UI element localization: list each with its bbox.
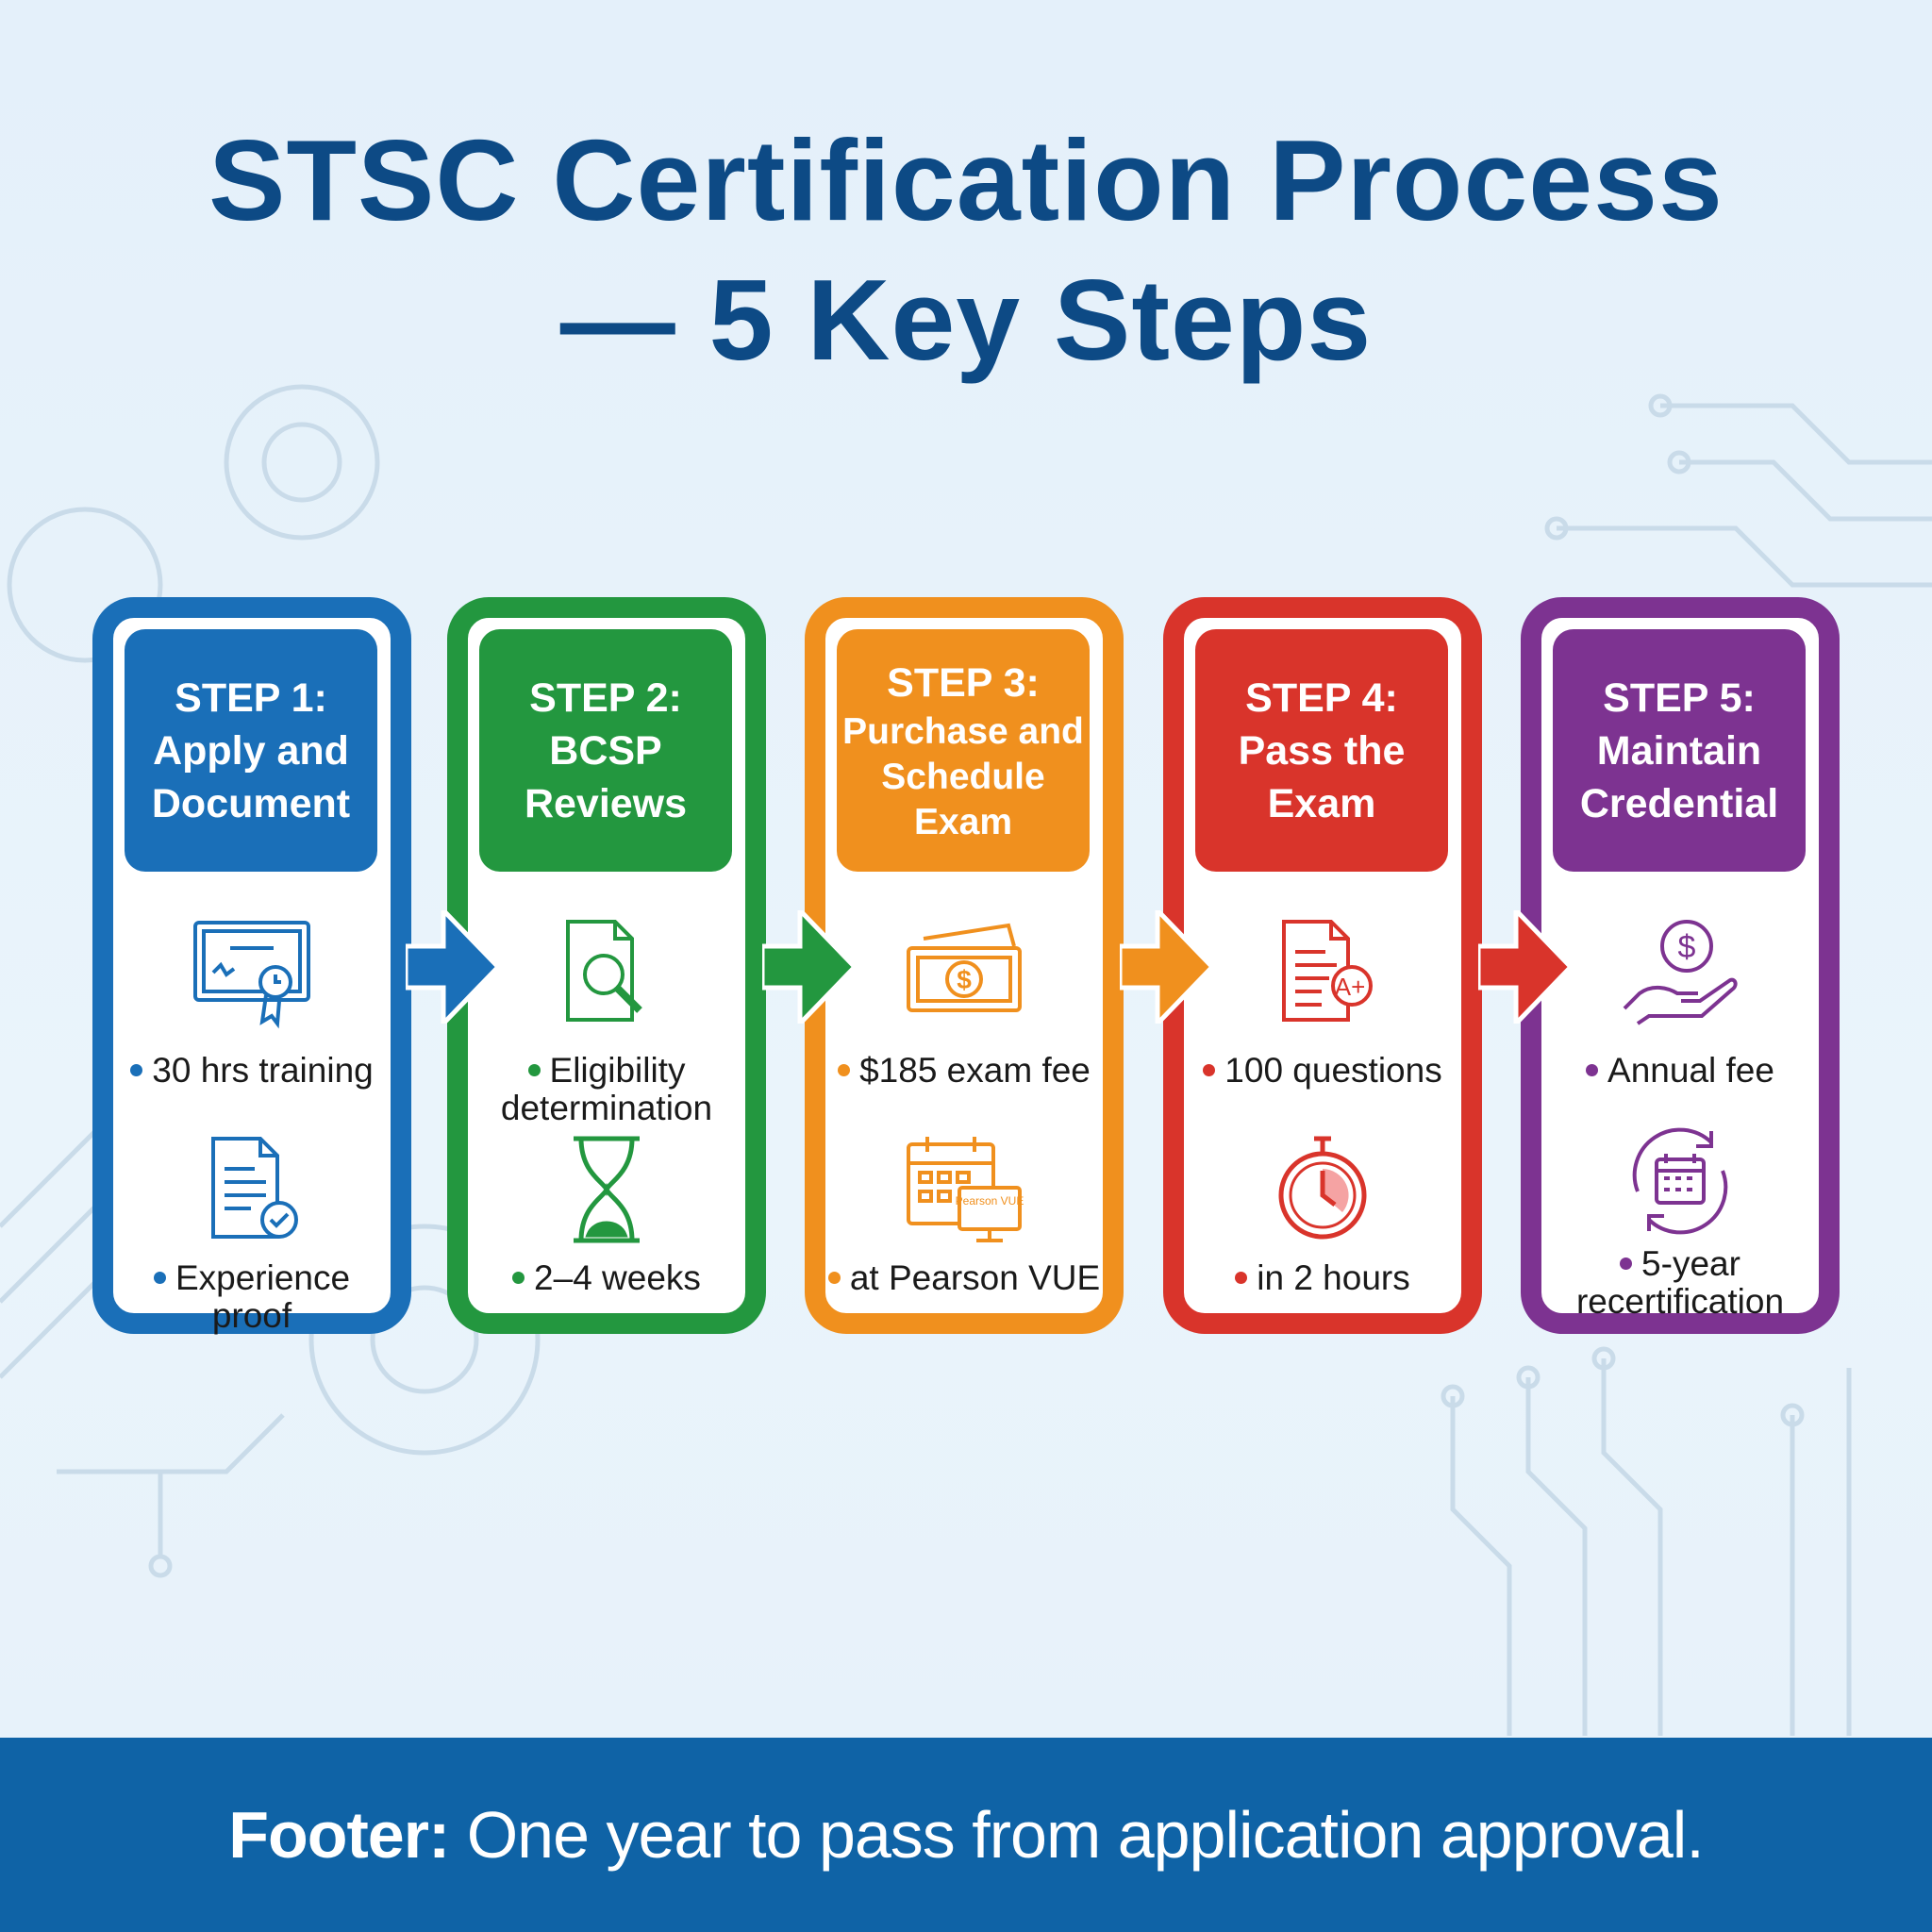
step-title: BCSP Reviews — [524, 727, 688, 826]
bullet-dot — [153, 1271, 166, 1284]
step-2-card: STEP 2: BCSP Reviews Eligibility determi… — [447, 597, 766, 1334]
step-title: Purchase and Schedule Exam — [842, 710, 1084, 842]
step-label: STEP 1: — [175, 675, 327, 721]
money-icon: $ — [907, 923, 1022, 1012]
bullet-text: Experience proof — [175, 1258, 351, 1335]
step-4-header: STEP 4: Pass the Exam — [1195, 629, 1448, 872]
calendar-monitor-icon: Pearson VUE — [907, 1137, 1024, 1242]
step-label: STEP 3: — [887, 659, 1040, 706]
hand-coin-icon: $ — [1623, 920, 1738, 1025]
bullet-dot — [1620, 1257, 1633, 1270]
graded-exam-icon: A+ — [1282, 920, 1373, 1022]
bullet-text: Annual fee — [1607, 1051, 1774, 1090]
bullet-dot — [827, 1271, 841, 1284]
footer-banner: Footer: One year to pass from applicatio… — [0, 1738, 1932, 1932]
bullet-text: 100 questions — [1224, 1051, 1442, 1090]
step-5-card: STEP 5: Maintain Credential $ Annual fee… — [1521, 597, 1840, 1334]
bullet-text: in 2 hours — [1257, 1258, 1410, 1297]
step-2-header: STEP 2: BCSP Reviews — [479, 629, 732, 872]
step-title: Apply and Document — [151, 727, 351, 826]
step-1-card: STEP 1: Apply and Document 30 hrs traini… — [92, 597, 411, 1335]
svg-text:A+: A+ — [1335, 973, 1366, 1001]
footer-label: Footer: — [228, 1798, 450, 1872]
bullet-dot — [1586, 1063, 1599, 1076]
bullet-text: 5-year recertification — [1575, 1244, 1785, 1321]
calendar-renew-icon — [1632, 1127, 1728, 1235]
bullet-dot — [130, 1063, 143, 1076]
pearson-vue-icon-text: Pearson VUE — [956, 1194, 1024, 1208]
bullet-text: Eligibility determination — [500, 1051, 713, 1127]
certificate-icon — [193, 921, 310, 1029]
footer-text: One year to pass from application approv… — [466, 1798, 1705, 1872]
bullet-dot — [527, 1063, 541, 1076]
step-title: Pass the Exam — [1238, 727, 1406, 826]
bullet-text: 30 hrs training — [152, 1051, 374, 1090]
hourglass-icon — [574, 1136, 640, 1243]
bullet-dot — [1235, 1271, 1248, 1284]
bullet-text: $185 exam fee — [859, 1051, 1091, 1090]
bullet-text: at Pearson VUE — [849, 1258, 1101, 1297]
document-check-icon — [211, 1137, 298, 1239]
bullet-dot — [838, 1063, 851, 1076]
stopwatch-icon — [1278, 1136, 1367, 1240]
title-line-2: — 5 Key Steps — [559, 256, 1373, 384]
arrow-right-icon — [406, 910, 500, 1024]
arrow-right-icon — [1120, 910, 1214, 1024]
step-title: Maintain Credential — [1579, 727, 1779, 826]
step-3-card: STEP 3: Purchase and Schedule Exam $ $18… — [805, 597, 1124, 1334]
svg-text:$: $ — [1678, 929, 1696, 965]
step-5-header: STEP 5: Maintain Credential — [1553, 629, 1806, 872]
step-label: STEP 2: — [529, 675, 682, 721]
step-1-header: STEP 1: Apply and Document — [125, 629, 377, 872]
bullet-dot — [512, 1271, 525, 1284]
title-line-1: STSC Certification Process — [208, 116, 1724, 244]
step-3-header: STEP 3: Purchase and Schedule Exam — [837, 629, 1090, 872]
arrow-right-icon — [762, 910, 857, 1024]
step-label: STEP 5: — [1603, 675, 1756, 721]
document-search-icon — [566, 920, 642, 1022]
bullet-text: 2–4 weeks — [534, 1258, 701, 1297]
bullet-dot — [1203, 1063, 1216, 1076]
arrow-right-icon — [1478, 910, 1573, 1024]
step-label: STEP 4: — [1245, 675, 1398, 721]
svg-text:$: $ — [957, 965, 972, 994]
